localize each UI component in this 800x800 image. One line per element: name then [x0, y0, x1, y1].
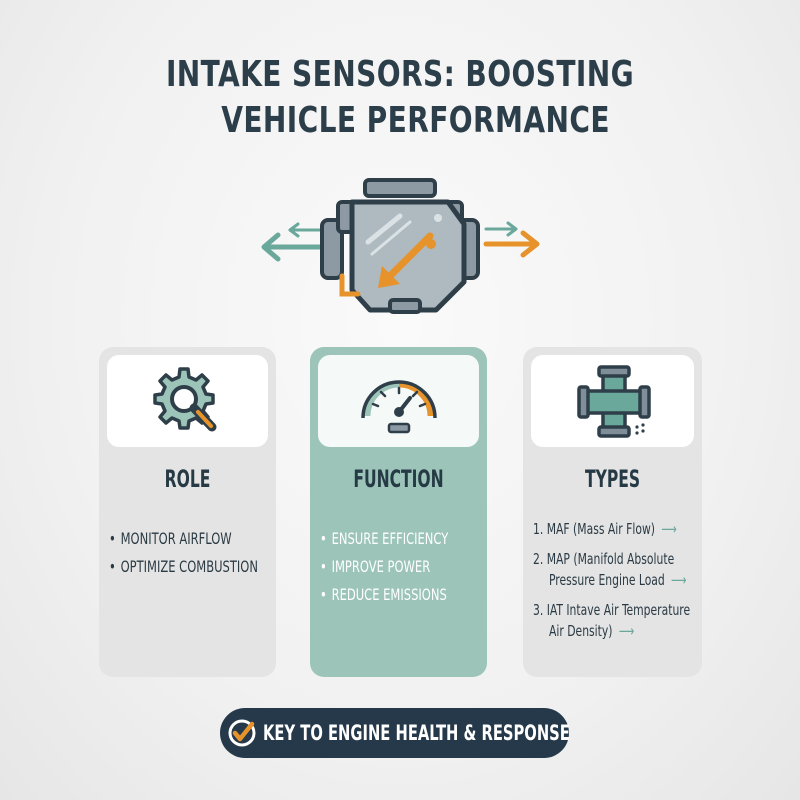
function-card: FUNCTION •ENSURE EFFICIENCY •IMPROVE POW… [310, 347, 487, 677]
list-item: •MONITOR AIRFLOW [109, 529, 232, 548]
footer-banner: KEY TO ENGINE HEALTH & RESPONSE [220, 708, 569, 758]
page-title: INTAKE SENSORS: BOOSTING VEHICLE PERFORM… [88, 52, 712, 144]
exhaust-arrows-icon [483, 221, 540, 258]
list-item: 2. MAP (Manifold Absolute Pressure Engin… [533, 550, 687, 589]
role-list: •MONITOR AIRFLOW •OPTIMIZE COMBUSTION [109, 525, 309, 581]
pipe-junction-icon [576, 365, 651, 438]
arrow-right-icon: ⟶ [618, 622, 635, 640]
arrow-right-icon: ⟶ [671, 571, 687, 589]
speedometer-icon [360, 380, 437, 434]
intake-arrows-icon [261, 222, 327, 262]
types-list: 1. MAF (Mass Air Flow)⟶ 2. MAP (Manifold… [533, 519, 743, 651]
title-line-1: INTAKE SENSORS: BOOSTING [165, 54, 635, 95]
list-item: •ENSURE EFFICIENCY [320, 529, 449, 548]
arrow-right-icon: ⟶ [661, 520, 677, 538]
list-item: •OPTIMIZE COMBUSTION [109, 557, 258, 576]
role-heading: ROLE [164, 465, 211, 493]
role-card: ROLE •MONITOR AIRFLOW •OPTIMIZE COMBUSTI… [99, 347, 276, 677]
footer-label: KEY TO ENGINE HEALTH & RESPONSE [262, 721, 570, 745]
list-item: •REDUCE EMISSIONS [320, 585, 447, 604]
list-item: 3. IAT Intave Air Temperature Air Densit… [533, 601, 691, 640]
title-line-2: VEHICLE PERFORMANCE [221, 100, 610, 141]
function-heading: FUNCTION [353, 465, 444, 493]
function-icon-box [318, 355, 479, 447]
role-icon-box [107, 355, 268, 447]
list-item: 1. MAF (Mass Air Flow)⟶ [533, 520, 677, 538]
gear-magnifier-icon [152, 367, 216, 432]
types-icon-box [531, 355, 694, 447]
check-icon [228, 719, 255, 747]
engine-icon [261, 178, 540, 314]
types-heading: TYPES [584, 465, 641, 493]
types-card: TYPES 1. MAF (Mass Air Flow)⟶ 2. MAP (Ma… [523, 347, 702, 677]
list-item: •IMPROVE POWER [320, 557, 431, 576]
function-list: •ENSURE EFFICIENCY •IMPROVE POWER •REDUC… [320, 525, 520, 609]
